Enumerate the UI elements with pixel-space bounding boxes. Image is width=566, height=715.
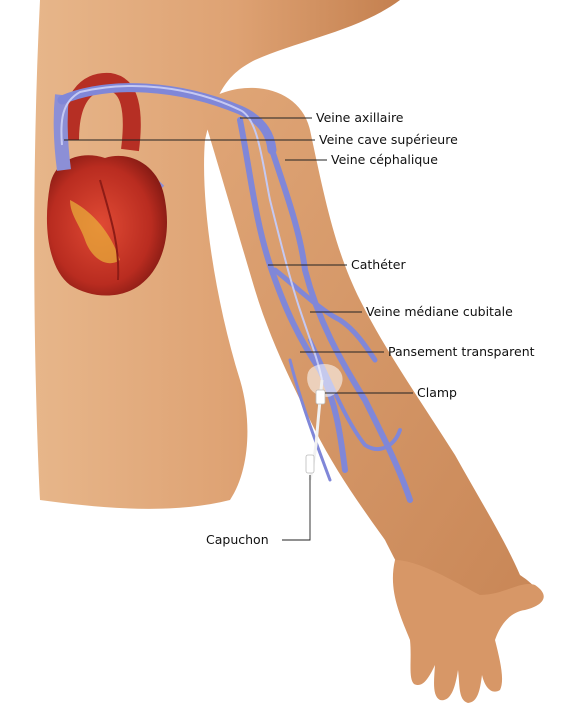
clamp bbox=[316, 390, 325, 404]
label-pansement-transparent: Pansement transparent bbox=[388, 344, 535, 359]
label-veine-cave-superieure: Veine cave supérieure bbox=[319, 132, 458, 147]
label-catheter: Cathéter bbox=[351, 257, 406, 272]
label-capuchon: Capuchon bbox=[206, 532, 269, 547]
leader-capuchon bbox=[282, 475, 310, 540]
label-clamp: Clamp bbox=[417, 385, 457, 400]
heart bbox=[47, 155, 167, 295]
label-veine-mediane-cubitale: Veine médiane cubitale bbox=[366, 304, 513, 319]
label-veine-axillaire: Veine axillaire bbox=[316, 110, 404, 125]
label-veine-cephalique: Veine céphalique bbox=[331, 152, 438, 167]
cap bbox=[306, 455, 314, 473]
